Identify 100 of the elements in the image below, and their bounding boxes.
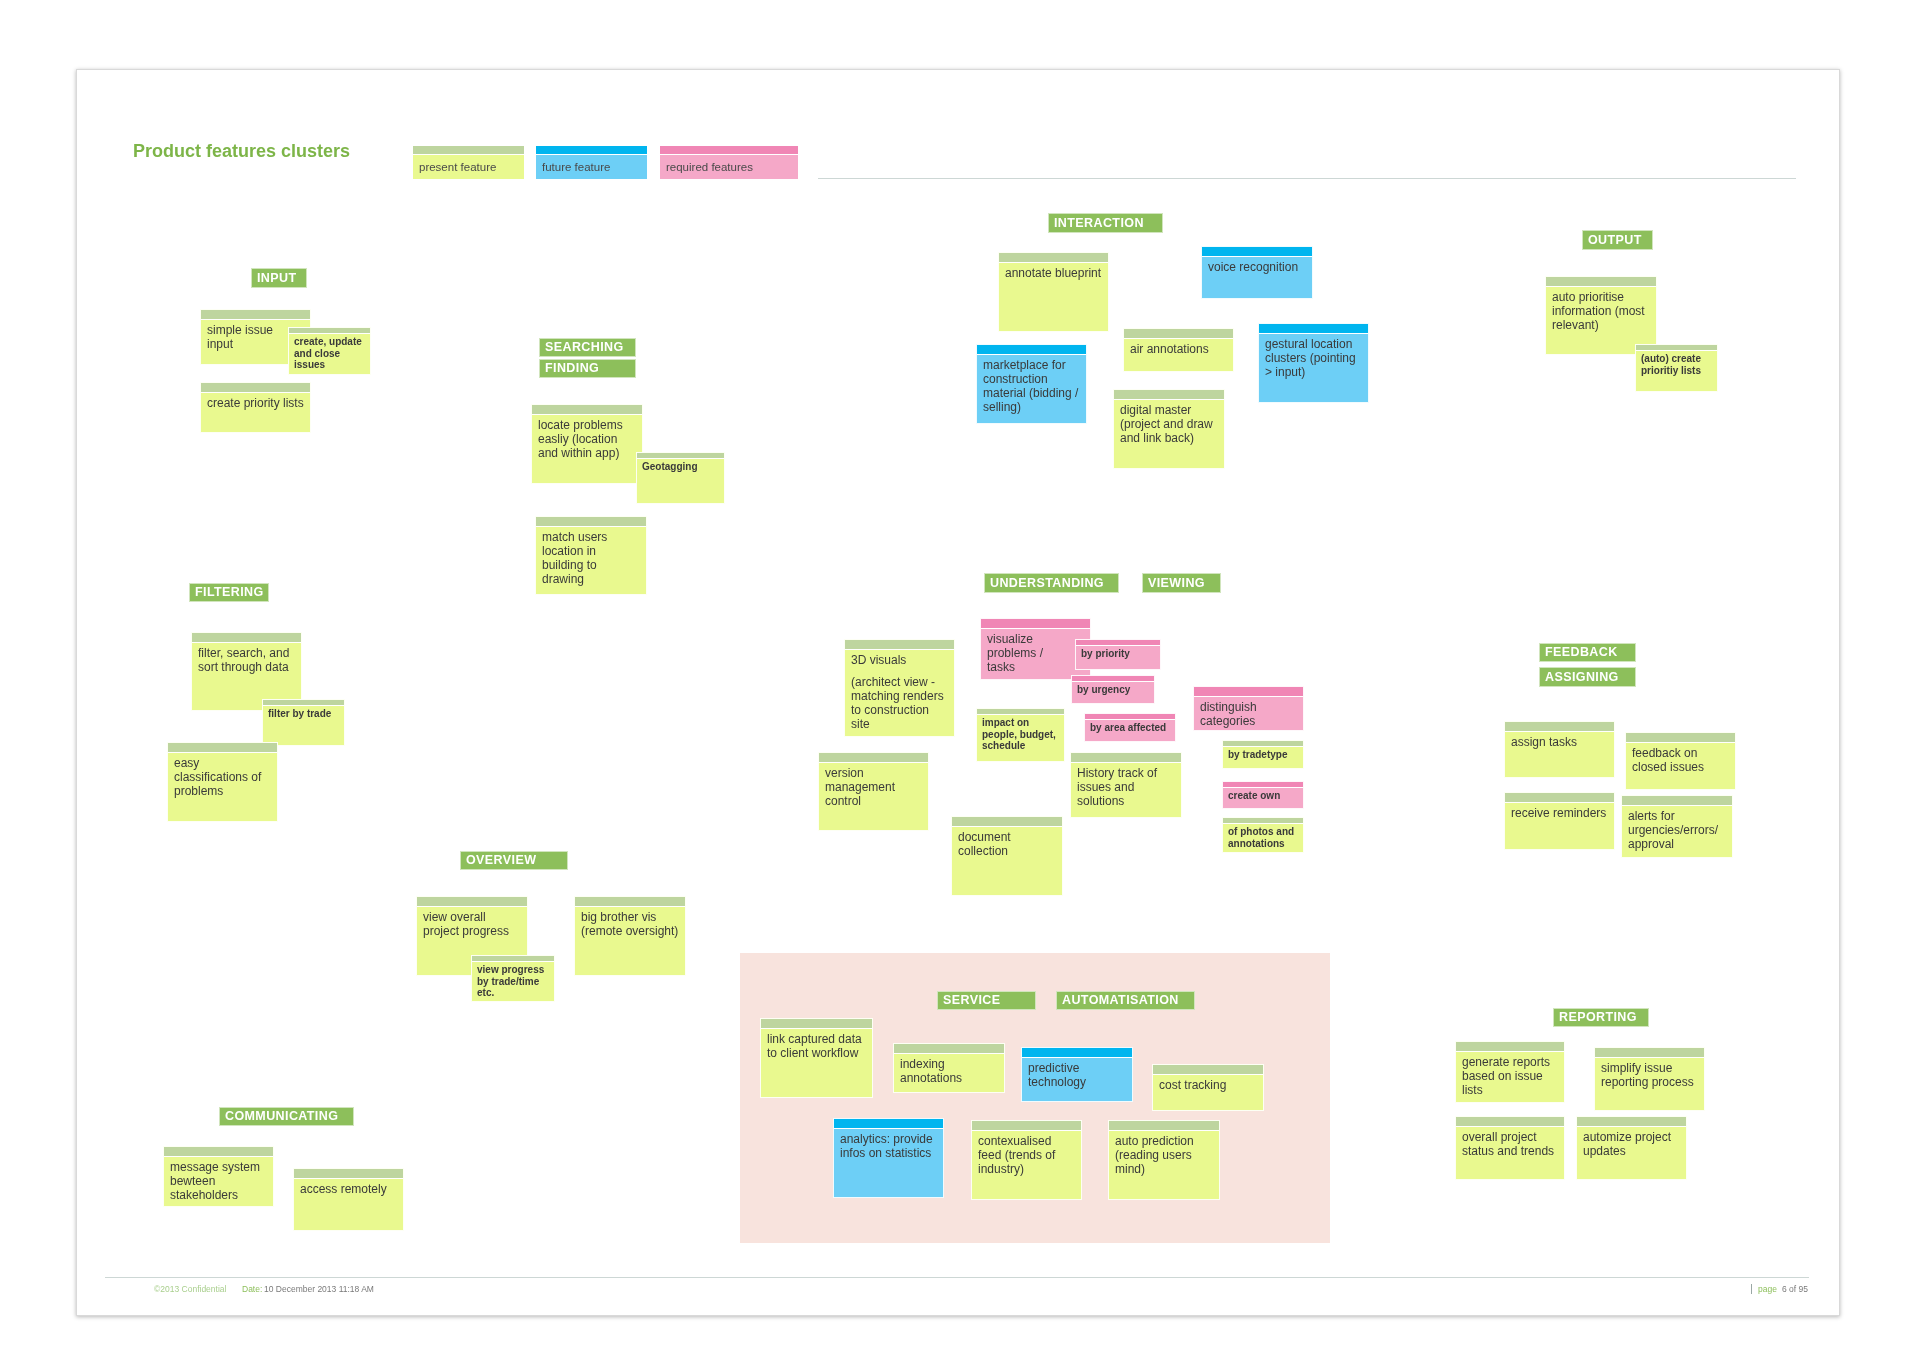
sticky-note [1152, 1064, 1264, 1111]
sticky-note [976, 708, 1065, 762]
note-text: auto prediction (reading users mind) [1115, 1134, 1195, 1177]
category-tag: OVERVIEW [460, 851, 568, 870]
note-text: digital master (project and draw and link back) [1120, 403, 1214, 446]
sticky-note [1455, 1041, 1565, 1103]
sticky-note [1504, 792, 1615, 850]
sticky-note [844, 639, 955, 737]
category-tag: REPORTING [1553, 1008, 1649, 1027]
category-tag: COMMUNICATING [219, 1107, 354, 1126]
sticky-note [1201, 246, 1313, 299]
sticky-note [1504, 721, 1615, 778]
page-title: Product features clusters [133, 141, 351, 162]
sticky-note [1071, 675, 1155, 704]
note-text: filter by trade [268, 708, 333, 720]
sticky-note [1545, 276, 1657, 355]
sticky-note [293, 1168, 404, 1231]
sticky-note [1084, 713, 1176, 742]
note-text: (architect view - matching renders to construction site [851, 675, 945, 732]
note-text: assign tasks [1511, 735, 1579, 750]
sticky-note [998, 252, 1109, 332]
sticky-note [574, 896, 686, 976]
note-text: annotate blueprint [1005, 266, 1102, 281]
sticky-note [1123, 328, 1234, 372]
note-text: analytics: provide infos on statistics [840, 1132, 934, 1161]
category-tag: SEARCHING [539, 338, 636, 357]
category-tag: INTERACTION [1048, 213, 1163, 233]
sticky-note [1108, 1120, 1220, 1200]
note-text: filter, search, and sort through data [198, 646, 291, 675]
note-text: by tradetype [1228, 749, 1289, 761]
category-tag: UNDERSTANDING [984, 573, 1119, 593]
note-text: by priority [1081, 648, 1131, 660]
note-text: indexing annotations [900, 1057, 964, 1086]
note-text: alerts for urgencies/errors/ approval [1628, 809, 1720, 852]
note-text: feedback on closed issues [1632, 746, 1706, 775]
sticky-note [1113, 389, 1225, 469]
footer-text: ©2013 Confidential [154, 1284, 227, 1294]
note-text: create priority lists [207, 396, 304, 411]
sticky-note [471, 955, 555, 1002]
note-text: automize project updates [1583, 1130, 1673, 1159]
note-text: impact on people, budget, schedule [982, 717, 1057, 752]
category-tag: FINDING [539, 359, 636, 378]
note-text: view overall project progress [423, 910, 511, 939]
note-text: version management control [825, 766, 897, 809]
sticky-note [200, 382, 311, 433]
note-text: message system bewteen stakeholders [170, 1160, 262, 1203]
note-text: match users location in building to drawing [542, 530, 609, 587]
note-text: (auto) create prioritiy lists [1641, 353, 1702, 376]
note-text: document collection [958, 830, 1012, 859]
category-tag: OUTPUT [1582, 230, 1653, 250]
sticky-note [1222, 781, 1304, 809]
sticky-note [1594, 1047, 1705, 1111]
note-text: cost tracking [1159, 1078, 1228, 1093]
sticky-note [535, 516, 647, 595]
sticky-note [636, 452, 725, 504]
note-text: link captured data to client workflow [767, 1032, 863, 1061]
sticky-note [951, 816, 1063, 896]
legend-label: required features [666, 160, 754, 174]
note-text: History track of issues and solutions [1077, 766, 1158, 809]
sticky-note [1625, 732, 1736, 790]
sticky-note [1021, 1047, 1133, 1102]
note-text: access remotely [300, 1182, 388, 1197]
note-text: receive reminders [1511, 806, 1608, 821]
sticky-note [1222, 740, 1304, 769]
note-text: auto prioritise information (most relevant) [1552, 290, 1646, 333]
note-text: overall project status and trends [1462, 1130, 1556, 1159]
sticky-note [1070, 752, 1182, 818]
sticky-note [1576, 1116, 1687, 1180]
note-text: big brother vis (remote oversight) [581, 910, 679, 939]
category-tag: VIEWING [1142, 573, 1221, 593]
sticky-note [191, 632, 302, 711]
footer-text: 10 December 2013 11:18 AM [264, 1284, 374, 1294]
note-text: simple issue input [207, 323, 275, 352]
note-text: contexualised feed (trends of industry) [978, 1134, 1057, 1177]
sticky-note [167, 742, 278, 822]
sticky-note [288, 327, 371, 375]
sticky-note [262, 699, 345, 746]
sticky-note [1635, 344, 1718, 392]
note-text: predictive technology [1028, 1061, 1088, 1090]
footer-text: page [1758, 1284, 1777, 1294]
note-text: by area affected [1090, 722, 1168, 734]
cluster-area [740, 953, 1330, 1243]
category-tag: FEEDBACK [1539, 643, 1636, 662]
note-text: distinguish categories [1200, 700, 1258, 729]
note-text: marketplace for construction material (bidding / selling) [983, 358, 1080, 415]
category-tag: FILTERING [189, 583, 269, 602]
sticky-note [163, 1146, 274, 1207]
note-text: by urgency [1077, 684, 1132, 696]
category-tag: INPUT [251, 268, 307, 288]
sticky-note [1455, 1116, 1565, 1180]
note-text: air annotations [1130, 342, 1210, 357]
sticky-note [980, 618, 1091, 680]
sticky-note [760, 1018, 873, 1098]
legend-label: present feature [419, 160, 498, 174]
sticky-note [1193, 686, 1304, 731]
note-text: generate reports based on issue lists [1462, 1055, 1552, 1098]
note-text: Geotagging [642, 461, 699, 473]
footer-text: 6 of 95 [1782, 1284, 1808, 1294]
sticky-note [818, 752, 929, 831]
note-text: simplify issue reporting process [1601, 1061, 1695, 1090]
